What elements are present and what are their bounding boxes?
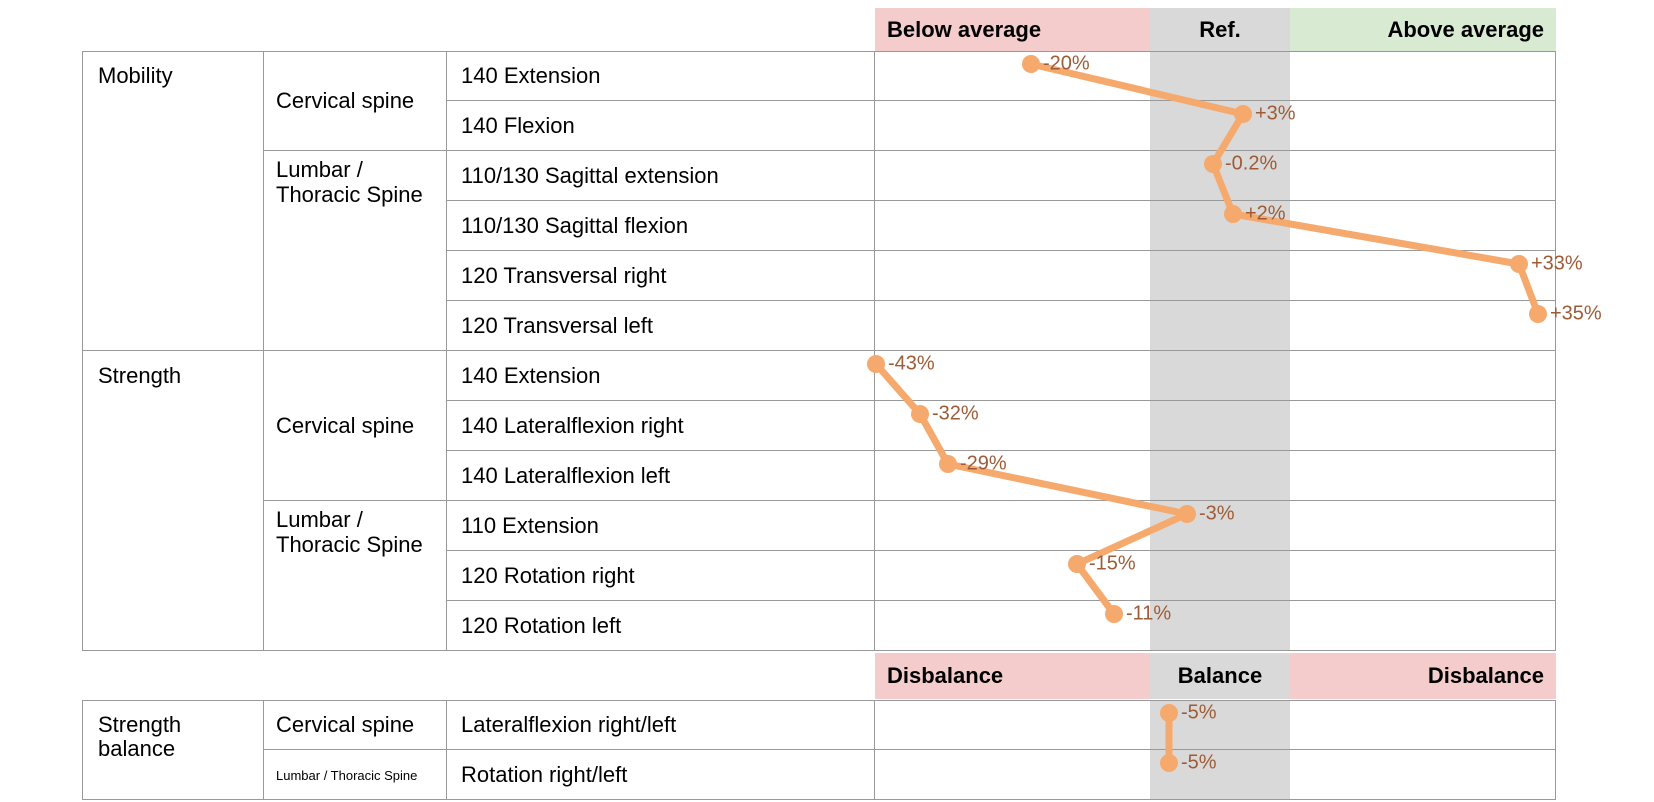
region-label: Lumbar / Thoracic Spine: [276, 507, 423, 557]
region-label: Cervical spine: [276, 87, 415, 113]
header-balance: Balance: [1150, 653, 1290, 699]
header-disbalance-left: Disbalance: [875, 653, 1150, 699]
header-disbalance-right-label: Disbalance: [1427, 663, 1544, 688]
measurement-cell: Rotation right/left: [447, 750, 875, 800]
plot-row: [875, 700, 1556, 750]
balance-table-border: [82, 700, 1556, 800]
category-cell-strength-balance: Strength balance: [82, 700, 264, 800]
point-value-label: +35%: [1550, 302, 1602, 325]
header-above-average: Above average: [1290, 8, 1556, 51]
measurement-cell: 110/130 Sagittal flexion: [447, 201, 875, 251]
measurement-cell: 140 Lateralflexion right: [447, 401, 875, 451]
header-disbalance-right: Disbalance: [1290, 653, 1556, 699]
header-above-average-label: Above average: [1387, 16, 1544, 42]
header-reference-label: Ref.: [1199, 16, 1241, 42]
header-below-average-label: Below average: [887, 16, 1042, 42]
category-label-mobility: Mobility: [98, 63, 173, 88]
plot-row: [875, 51, 1556, 101]
measurement-cell: 140 Flexion: [447, 101, 875, 151]
measurement-cell: 120 Rotation left: [447, 601, 875, 651]
region-cell-balance-lumbar: Lumbar / Thoracic Spine: [264, 750, 447, 800]
measurement-cell: Lateralflexion right/left: [447, 700, 875, 750]
measurement-cell: 140 Extension: [447, 51, 875, 101]
plot-row: [875, 451, 1556, 501]
category-label-strength: Strength: [98, 363, 182, 388]
category-label-strength-balance: Strength balance: [98, 712, 182, 761]
measurement-cell: 110/130 Sagittal extension: [447, 151, 875, 201]
plot-row: [875, 501, 1556, 551]
header-reference: Ref.: [1150, 8, 1290, 51]
measurement-cell: 110 Extension: [447, 501, 875, 551]
measurement-cell: 140 Extension: [447, 351, 875, 401]
plot-row: [875, 301, 1556, 351]
plot-row: [875, 251, 1556, 301]
region-cell-strength-lumbar: Lumbar / Thoracic Spine: [264, 501, 447, 651]
region-label: Lumbar / Thoracic Spine: [276, 157, 423, 207]
category-cell-mobility: Mobility: [82, 51, 264, 351]
header-disbalance-left-label: Disbalance: [887, 663, 1004, 688]
region-cell-strength-cervical: Cervical spine: [264, 351, 447, 501]
plot-row: [875, 551, 1556, 601]
header-below-average: Below average: [875, 8, 1150, 51]
region-label: Lumbar / Thoracic Spine: [276, 767, 418, 783]
region-label: Cervical spine: [276, 412, 415, 438]
plot-row: [875, 351, 1556, 401]
plot-row: [875, 101, 1556, 151]
header-balance-label: Balance: [1177, 663, 1263, 688]
plot-row: [875, 401, 1556, 451]
region-label: Cervical spine: [276, 711, 415, 737]
region-cell-mobility-cervical: Cervical spine: [264, 51, 447, 151]
measurement-cell: 120 Rotation right: [447, 551, 875, 601]
category-cell-strength: Strength: [82, 351, 264, 651]
plot-row: [875, 151, 1556, 201]
plot-row: [875, 201, 1556, 251]
region-cell-balance-cervical: Cervical spine: [264, 700, 447, 750]
measurement-cell: 140 Lateralflexion left: [447, 451, 875, 501]
main-table-border: [82, 51, 1556, 651]
measurement-cell: 120 Transversal right: [447, 251, 875, 301]
region-cell-mobility-lumbar: Lumbar / Thoracic Spine: [264, 151, 447, 351]
measurement-cell: 120 Transversal left: [447, 301, 875, 351]
